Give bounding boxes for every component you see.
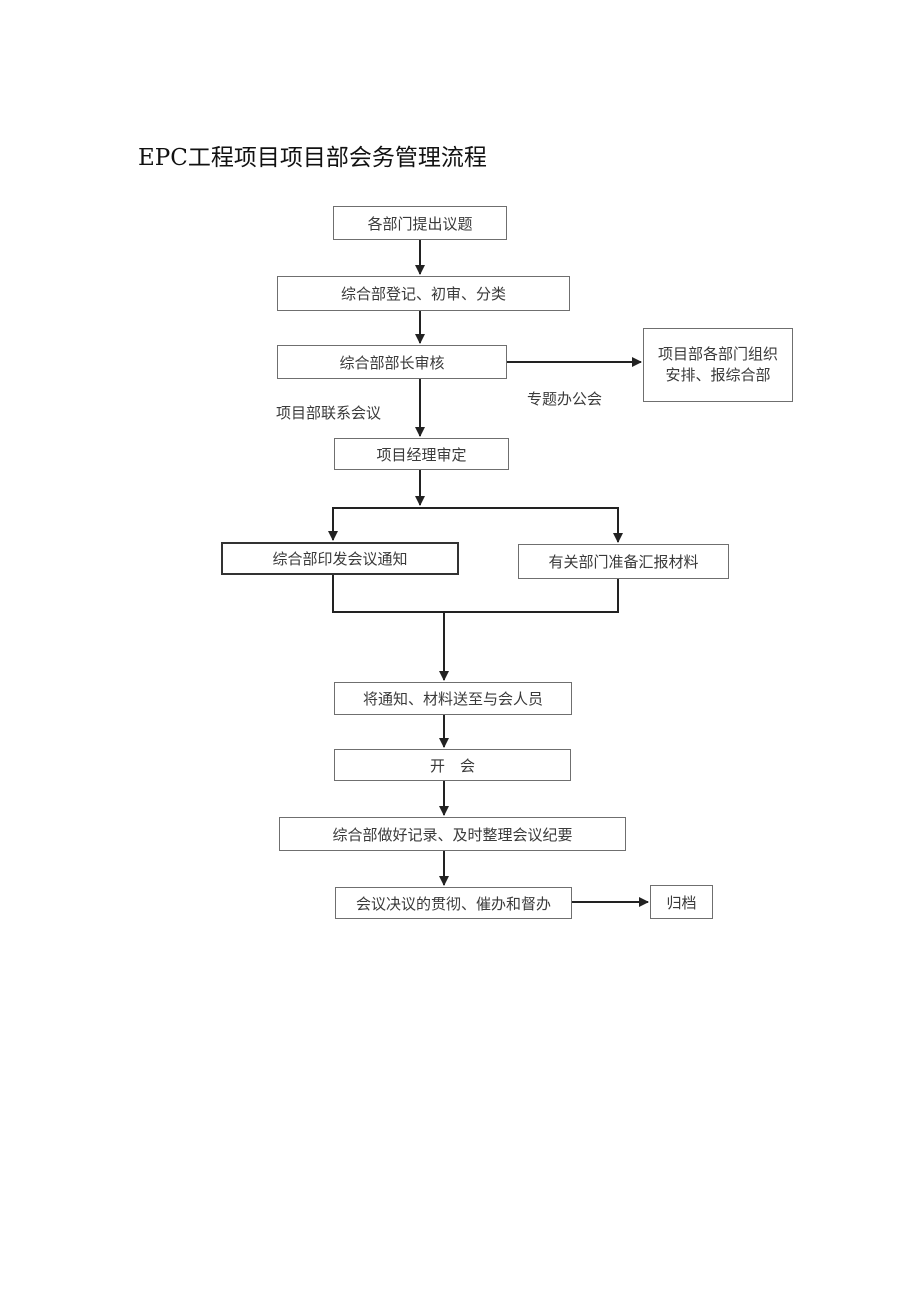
node-record-minutes: 综合部做好记录、及时整理会议纪要 (279, 817, 626, 851)
node-departments-arrange: 项目部各部门组织安排、报综合部 (643, 328, 793, 402)
merge-bar (332, 575, 619, 613)
label-liaison-meeting: 项目部联系会议 (276, 404, 382, 422)
node-hold-meeting: 开 会 (334, 749, 571, 781)
node-prepare-materials: 有关部门准备汇报材料 (518, 544, 729, 579)
node-pm-approval: 项目经理审定 (334, 438, 509, 470)
node-register-review-classify: 综合部登记、初审、分类 (277, 276, 570, 311)
split-bar (332, 507, 619, 542)
label-special-meeting: 专题办公会 (527, 390, 603, 408)
node-director-review: 综合部部长审核 (277, 345, 507, 379)
page-title: EPC工程项目项目部会务管理流程 (138, 145, 487, 171)
node-archive: 归档 (650, 885, 713, 919)
node-deliver-to-attendees: 将通知、材料送至与会人员 (334, 682, 572, 715)
node-submit-topics: 各部门提出议题 (333, 206, 507, 240)
node-implement-resolutions: 会议决议的贯彻、催办和督办 (335, 887, 572, 919)
node-issue-notice: 综合部印发会议通知 (221, 542, 459, 575)
